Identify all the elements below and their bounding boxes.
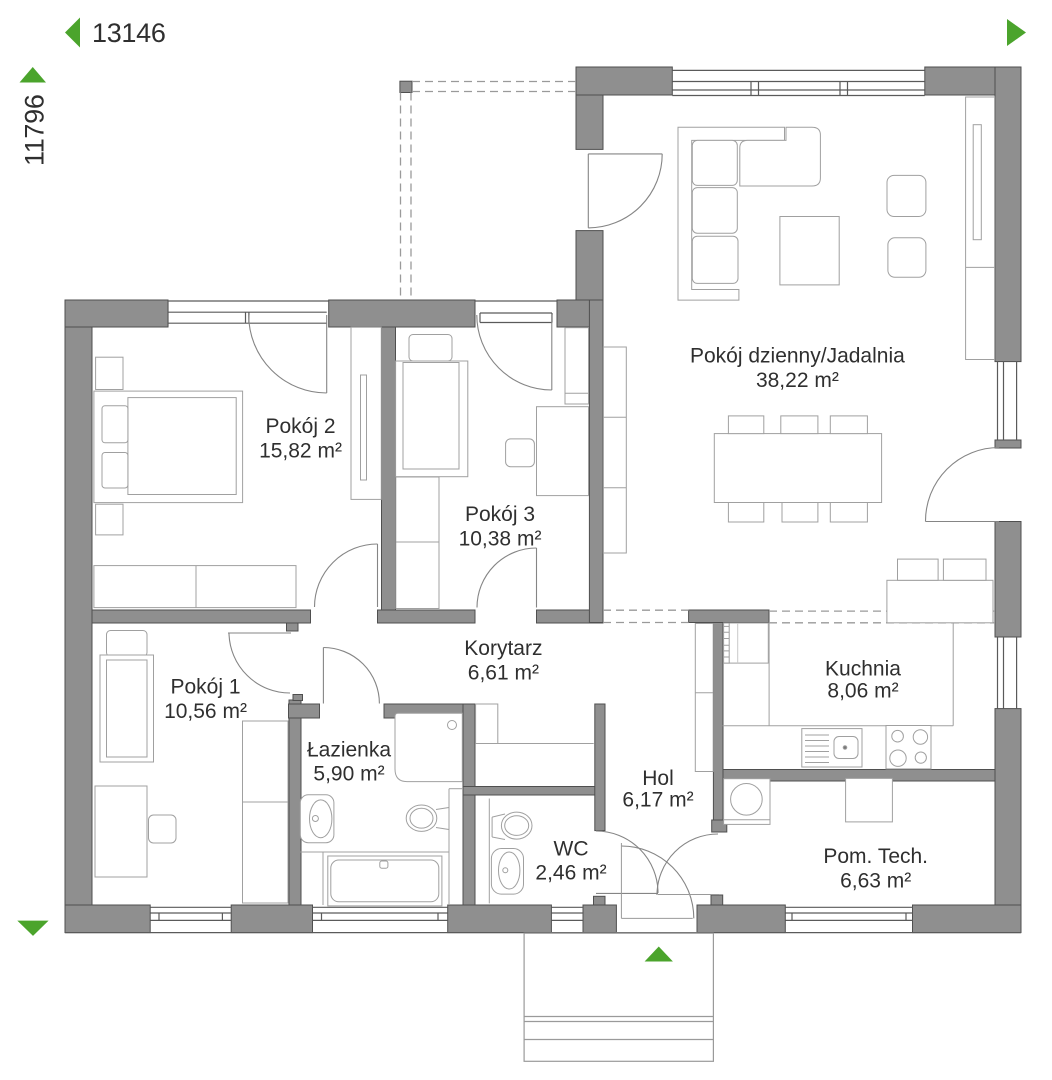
svg-text:Pokój 2: Pokój 2 [265,415,335,438]
svg-text:8,06 m²: 8,06 m² [827,680,898,703]
svg-text:10,56 m²: 10,56 m² [164,700,247,723]
svg-text:WC: WC [554,838,589,861]
svg-text:Pokój 1: Pokój 1 [170,676,240,699]
svg-text:Łazienka: Łazienka [307,739,391,762]
svg-text:Kuchnia: Kuchnia [825,658,901,681]
svg-text:Korytarz: Korytarz [464,637,542,660]
svg-text:13146: 13146 [92,18,166,48]
svg-text:Pokój dzienny/Jadalnia: Pokój dzienny/Jadalnia [690,345,905,368]
svg-text:38,22 m²: 38,22 m² [756,369,839,392]
svg-text:6,61 m²: 6,61 m² [468,662,539,685]
svg-text:Pom. Tech.: Pom. Tech. [823,845,928,868]
svg-text:Hol: Hol [642,767,674,790]
svg-text:15,82 m²: 15,82 m² [259,440,342,463]
svg-text:Pokój 3: Pokój 3 [465,503,535,526]
svg-text:6,17 m²: 6,17 m² [622,789,693,812]
svg-text:5,90 m²: 5,90 m² [313,763,384,786]
svg-text:10,38 m²: 10,38 m² [459,528,542,551]
svg-text:11796: 11796 [20,94,50,166]
svg-text:2,46 m²: 2,46 m² [535,862,606,885]
svg-text:6,63 m²: 6,63 m² [840,870,911,893]
